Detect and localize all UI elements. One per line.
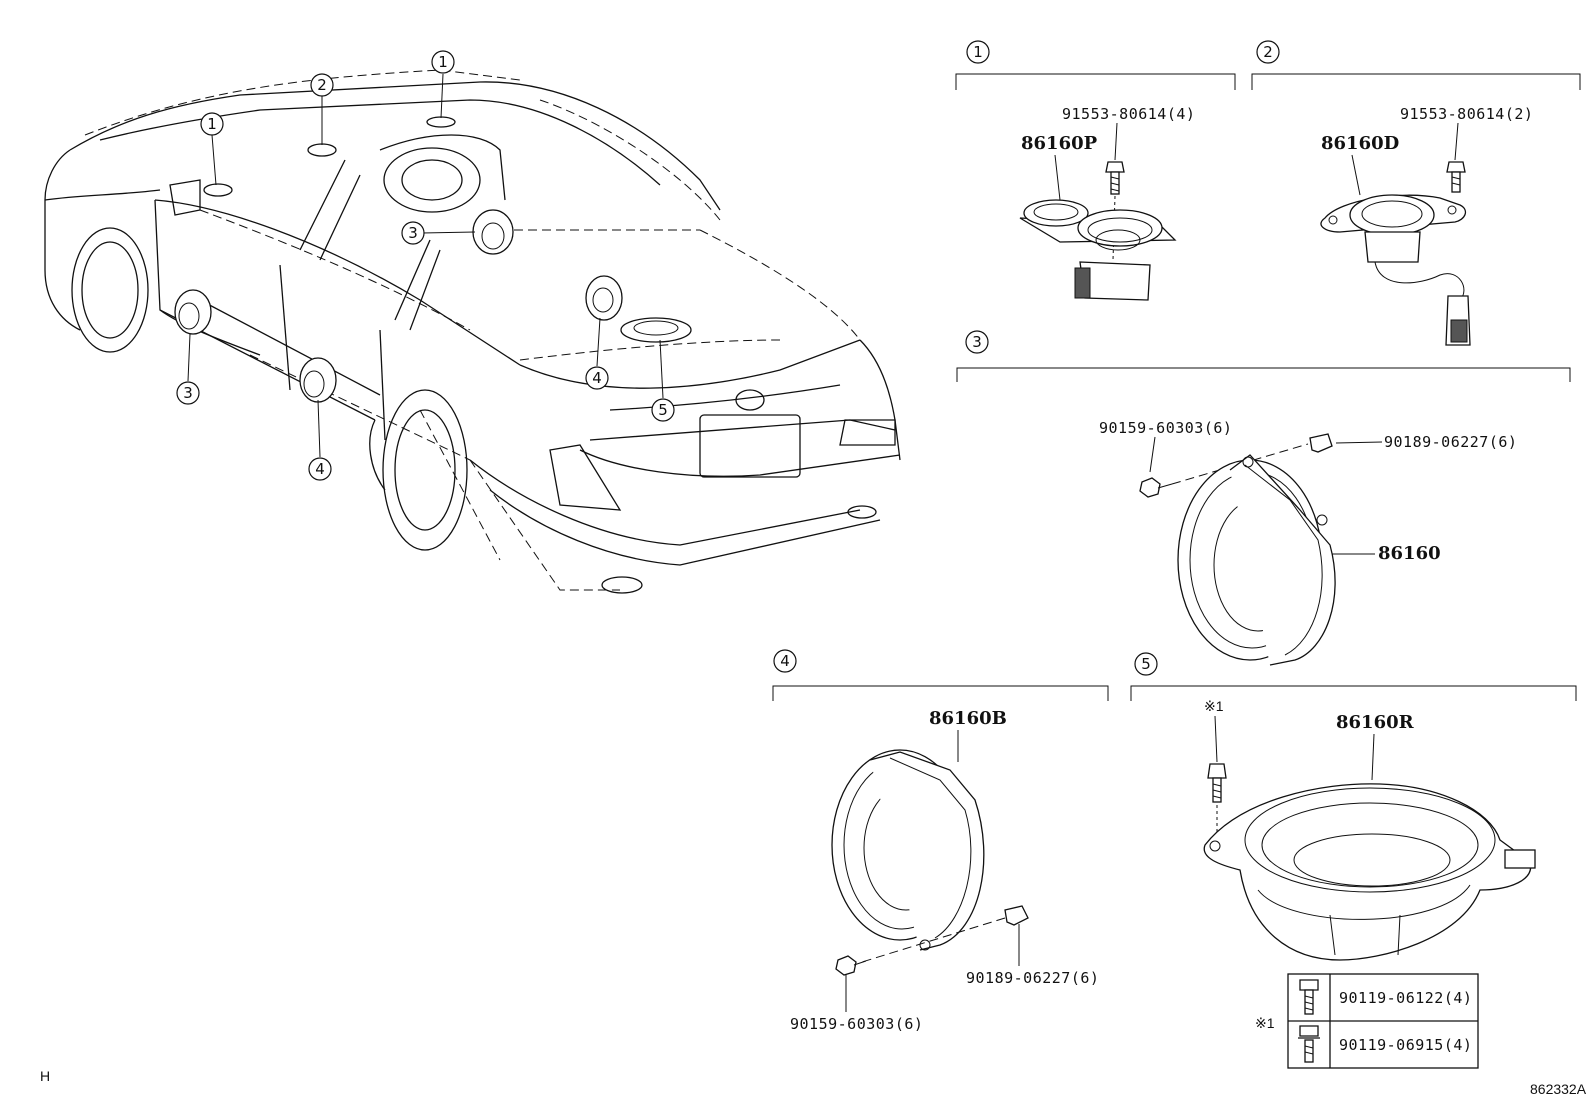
car-callout-4b: 4 <box>585 366 609 390</box>
group-3: 3 90159-60303(6) 90189-06227(6) 86160 <box>956 330 1571 666</box>
bolt-icon <box>1105 161 1125 195</box>
group-1-number: 1 <box>973 43 983 61</box>
car-callout-3b: 3 <box>176 381 200 405</box>
group-4-screw-label: 90159-60303(6) <box>790 1015 923 1033</box>
group-3-callout <box>965 330 989 354</box>
svg-text:4: 4 <box>315 460 325 478</box>
group-5: 5 86160R ※1 <box>1130 652 1577 1069</box>
svg-text:5: 5 <box>658 401 668 419</box>
group-1-callout <box>966 40 990 64</box>
group-4-callout <box>773 649 797 673</box>
car-illustration <box>44 69 901 594</box>
car-callout-1a: 1 <box>200 112 224 136</box>
group-4-number: 4 <box>780 652 790 670</box>
svg-text:1: 1 <box>207 115 217 133</box>
fastener-table: 90119-06122(4) 90119-06915(4) ※1 <box>1255 973 1479 1069</box>
svg-text:1: 1 <box>438 53 448 71</box>
group-2-bracket <box>1251 73 1581 90</box>
group-3-number: 3 <box>972 333 982 351</box>
bolt-icon <box>1299 979 1319 1015</box>
group-3-part-label: 86160 <box>1378 543 1441 564</box>
group-5-number: 5 <box>1141 655 1151 673</box>
group-3-screw-label: 90159-60303(6) <box>1099 419 1232 437</box>
group-4-part-label: 86160B <box>929 708 1007 729</box>
corner-mark: H <box>40 1068 50 1084</box>
bolt-icon <box>1446 161 1466 193</box>
car-callout-2: 2 <box>310 73 334 97</box>
car-callout-3a: 3 <box>401 221 425 245</box>
group-4-bracket <box>772 685 1109 701</box>
car-callout-1b: 1 <box>431 50 455 74</box>
group-4-nut-label: 90189-06227(6) <box>966 969 1099 987</box>
group-5-bracket <box>1130 685 1577 701</box>
table-row-1-part: 90119-06122(4) <box>1339 989 1472 1007</box>
flange-bolt-icon <box>1207 763 1227 803</box>
group-1-bracket <box>955 73 1236 90</box>
table-row-2-part: 90119-06915(4) <box>1339 1036 1472 1054</box>
group-1-part-label: 86160P <box>1021 133 1098 154</box>
car-callout-5: 5 <box>651 398 675 422</box>
flange-bolt-icon <box>1298 1025 1320 1063</box>
svg-text:3: 3 <box>408 224 418 242</box>
bolt-icon <box>1139 477 1173 498</box>
group-3-nut-label: 90189-06227(6) <box>1384 433 1517 451</box>
group-3-bracket <box>956 367 1571 382</box>
group-1-screw-label: 91553-80614(4) <box>1062 105 1195 123</box>
group-5-callout <box>1134 652 1158 676</box>
group-1: 1 91553-80614(4) 86160P <box>955 40 1236 301</box>
car-callout-4a: 4 <box>308 457 332 481</box>
group-5-note-mark: ※1 <box>1204 698 1224 714</box>
svg-text:3: 3 <box>183 384 193 402</box>
bolt-icon <box>835 955 867 976</box>
group-2: 2 91553-80614(2) 86160D <box>1251 40 1581 346</box>
svg-text:4: 4 <box>592 369 602 387</box>
diagram-reference: 862332A <box>1530 1081 1587 1097</box>
group-5-part-label: 86160R <box>1336 712 1415 733</box>
group-2-callout <box>1256 40 1280 64</box>
group-2-number: 2 <box>1263 43 1273 61</box>
group-2-part-label: 86160D <box>1321 133 1399 154</box>
group-4: 4 86160B 90189-06227(6) 90159-60303(6) <box>772 649 1109 1033</box>
table-note-mark: ※1 <box>1255 1015 1275 1031</box>
svg-text:2: 2 <box>317 76 327 94</box>
group-2-screw-label: 91553-80614(2) <box>1400 105 1533 123</box>
